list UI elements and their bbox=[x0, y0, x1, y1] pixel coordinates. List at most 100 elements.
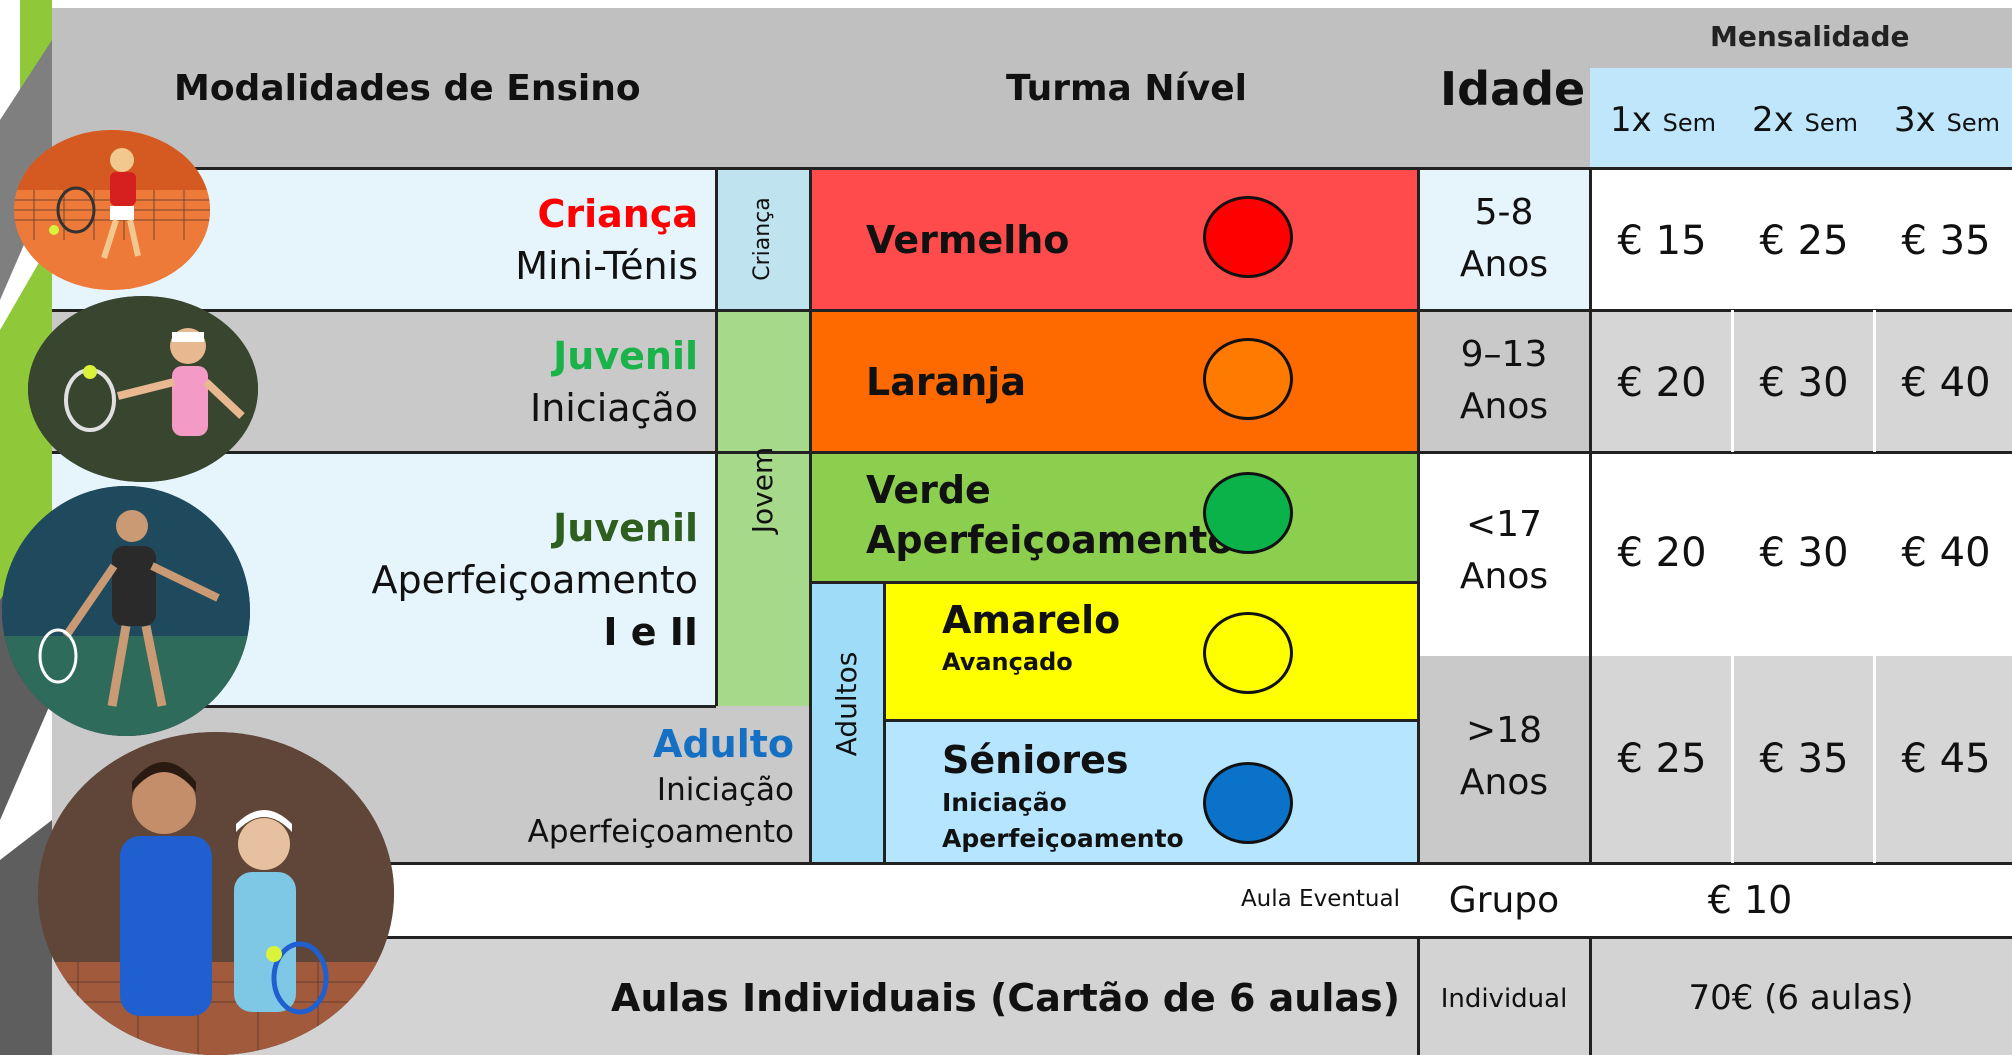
grid-line bbox=[52, 309, 2012, 312]
price-juvenil-aperf-1x: € 20 bbox=[1617, 530, 1707, 576]
grid-line bbox=[1417, 168, 1420, 863]
grid-line bbox=[52, 936, 2012, 939]
level-verde-sub: Aperfeiçoamento I bbox=[866, 518, 1261, 562]
price-adulto-3x: € 45 bbox=[1901, 736, 1991, 782]
age-cell-juvenil-ini bbox=[1418, 310, 1590, 452]
level-verde: Verde bbox=[866, 468, 991, 512]
freq-2x-unit: Sem bbox=[1804, 109, 1858, 137]
level-laranja: Laranja bbox=[866, 360, 1026, 404]
adulto-title: Adulto bbox=[653, 722, 794, 766]
group-jovem-cell bbox=[716, 310, 810, 706]
price-crianca-3x: € 35 bbox=[1901, 218, 1991, 264]
adulto-subtitle: Iniciação bbox=[656, 772, 794, 808]
price-divider bbox=[1731, 310, 1734, 452]
adulto-subtitle2: Aperfeiçoamento bbox=[527, 814, 794, 850]
group-label-crianca: Criança bbox=[750, 197, 775, 281]
price-juvenil-aperf-3x: € 40 bbox=[1901, 530, 1991, 576]
juvenil-aperf-subtitle2: I e II bbox=[603, 610, 698, 654]
orange-dot-icon bbox=[1203, 338, 1293, 420]
price-bg-row3 bbox=[1590, 452, 2012, 654]
group-label-jovem: Jovem bbox=[746, 446, 779, 534]
level-amarelo-sub: Avançado bbox=[942, 648, 1073, 676]
freq-3x-unit: Sem bbox=[1946, 109, 2000, 137]
age-crianca-1: 5-8 bbox=[1474, 192, 1534, 233]
price-juvenil-ini-3x: € 40 bbox=[1901, 360, 1991, 406]
price-divider bbox=[1873, 310, 1876, 452]
grid-line bbox=[1589, 168, 1592, 863]
idade-title: Idade bbox=[1440, 62, 1586, 116]
group-adultos-cell bbox=[810, 582, 884, 863]
price-juvenil-ini-2x: € 30 bbox=[1759, 360, 1849, 406]
freq-1x-num: 1x bbox=[1610, 100, 1652, 140]
price-bg-row2 bbox=[1590, 310, 2012, 452]
age-juvenil-ini-2: Anos bbox=[1459, 386, 1549, 427]
modalidades-title: Modalidades de Ensino bbox=[174, 68, 641, 109]
individual-price: 70€ (6 aulas) bbox=[1688, 978, 1914, 1018]
girl-tennis-photo bbox=[28, 296, 258, 482]
child-tennis-photo bbox=[14, 130, 210, 290]
green-dot-icon bbox=[1203, 472, 1293, 554]
age-cell-adulto bbox=[1418, 654, 1590, 863]
frequency-header bbox=[1590, 68, 2012, 168]
freq-1x-unit: Sem bbox=[1662, 109, 1716, 137]
adults-tennis-photo bbox=[38, 732, 394, 1055]
grid-line bbox=[884, 719, 1418, 722]
group-crianca-cell bbox=[716, 168, 810, 310]
grid-line bbox=[52, 167, 2012, 170]
age-cell-crianca bbox=[1418, 168, 1590, 310]
grid-line bbox=[1417, 937, 1420, 1055]
grid-line bbox=[52, 705, 716, 708]
level-seniores-sub2: Aperfeiçoamento bbox=[942, 824, 1184, 853]
juvenil-aperf-title: Juvenil bbox=[553, 506, 698, 550]
level-band-verde bbox=[810, 452, 1418, 582]
price-bg-row1 bbox=[1590, 168, 2012, 310]
level-band-seniores bbox=[884, 720, 1418, 863]
grid-line bbox=[52, 862, 2012, 865]
juvenil-aperf-subtitle: Aperfeiçoamento bbox=[371, 558, 699, 602]
boy-tennis-photo bbox=[2, 486, 250, 736]
freq-1x: 1x Sem bbox=[1610, 100, 1716, 140]
individual-label: Aulas Individuais (Cartão de 6 aulas) bbox=[611, 976, 1400, 1020]
juvenil-ini-title: Juvenil bbox=[553, 334, 698, 378]
age-adulto-1: >18 bbox=[1466, 710, 1542, 751]
level-band-vermelho bbox=[810, 168, 1418, 310]
individual-type: Individual bbox=[1440, 984, 1568, 1014]
price-adulto-2x: € 35 bbox=[1759, 736, 1849, 782]
age-juvenil-ini-1: 9–13 bbox=[1460, 334, 1548, 375]
price-divider bbox=[1731, 654, 1734, 863]
grid-line bbox=[715, 168, 718, 706]
price-adulto-1x: € 25 bbox=[1617, 736, 1707, 782]
price-crianca-2x: € 25 bbox=[1759, 218, 1849, 264]
grid-line bbox=[1589, 937, 1592, 1055]
blue-dot-icon bbox=[1203, 762, 1293, 844]
mensalidade-header bbox=[1590, 8, 2012, 68]
price-bg-row4 bbox=[1590, 654, 2012, 863]
age-crianca-2: Anos bbox=[1459, 244, 1549, 285]
grid-line bbox=[810, 581, 1418, 584]
grid-line bbox=[883, 582, 886, 863]
mensalidade-title: Mensalidade bbox=[1710, 20, 1910, 53]
turma-title: Turma Nível bbox=[1006, 68, 1248, 109]
eventual-price: € 10 bbox=[1707, 878, 1793, 922]
price-divider bbox=[1873, 654, 1876, 863]
age-cell-juvenil-aperf bbox=[1418, 452, 1590, 654]
eventual-label: Aula Eventual bbox=[1240, 886, 1400, 912]
price-juvenil-ini-1x: € 20 bbox=[1617, 360, 1707, 406]
juvenil-ini-subtitle: Iniciação bbox=[529, 386, 698, 430]
grid-line bbox=[1418, 653, 2012, 656]
freq-3x: 3x Sem bbox=[1894, 100, 2000, 140]
yellow-dot-icon bbox=[1203, 612, 1293, 694]
age-juvenil-aperf-2: Anos bbox=[1459, 556, 1549, 597]
crianca-title: Criança bbox=[537, 192, 698, 236]
level-amarelo: Amarelo bbox=[942, 598, 1121, 642]
level-seniores: Séniores bbox=[942, 738, 1129, 782]
header-bar bbox=[52, 8, 1590, 168]
level-seniores-sub1: Iniciação bbox=[942, 788, 1067, 817]
price-crianca-1x: € 15 bbox=[1617, 218, 1707, 264]
level-vermelho: Vermelho bbox=[866, 218, 1070, 262]
crianca-subtitle: Mini-Ténis bbox=[515, 244, 698, 288]
eventual-type: Grupo bbox=[1448, 880, 1560, 921]
group-label-adultos: Adultos bbox=[830, 651, 863, 757]
freq-3x-num: 3x bbox=[1894, 100, 1936, 140]
grid-line bbox=[52, 451, 2012, 454]
